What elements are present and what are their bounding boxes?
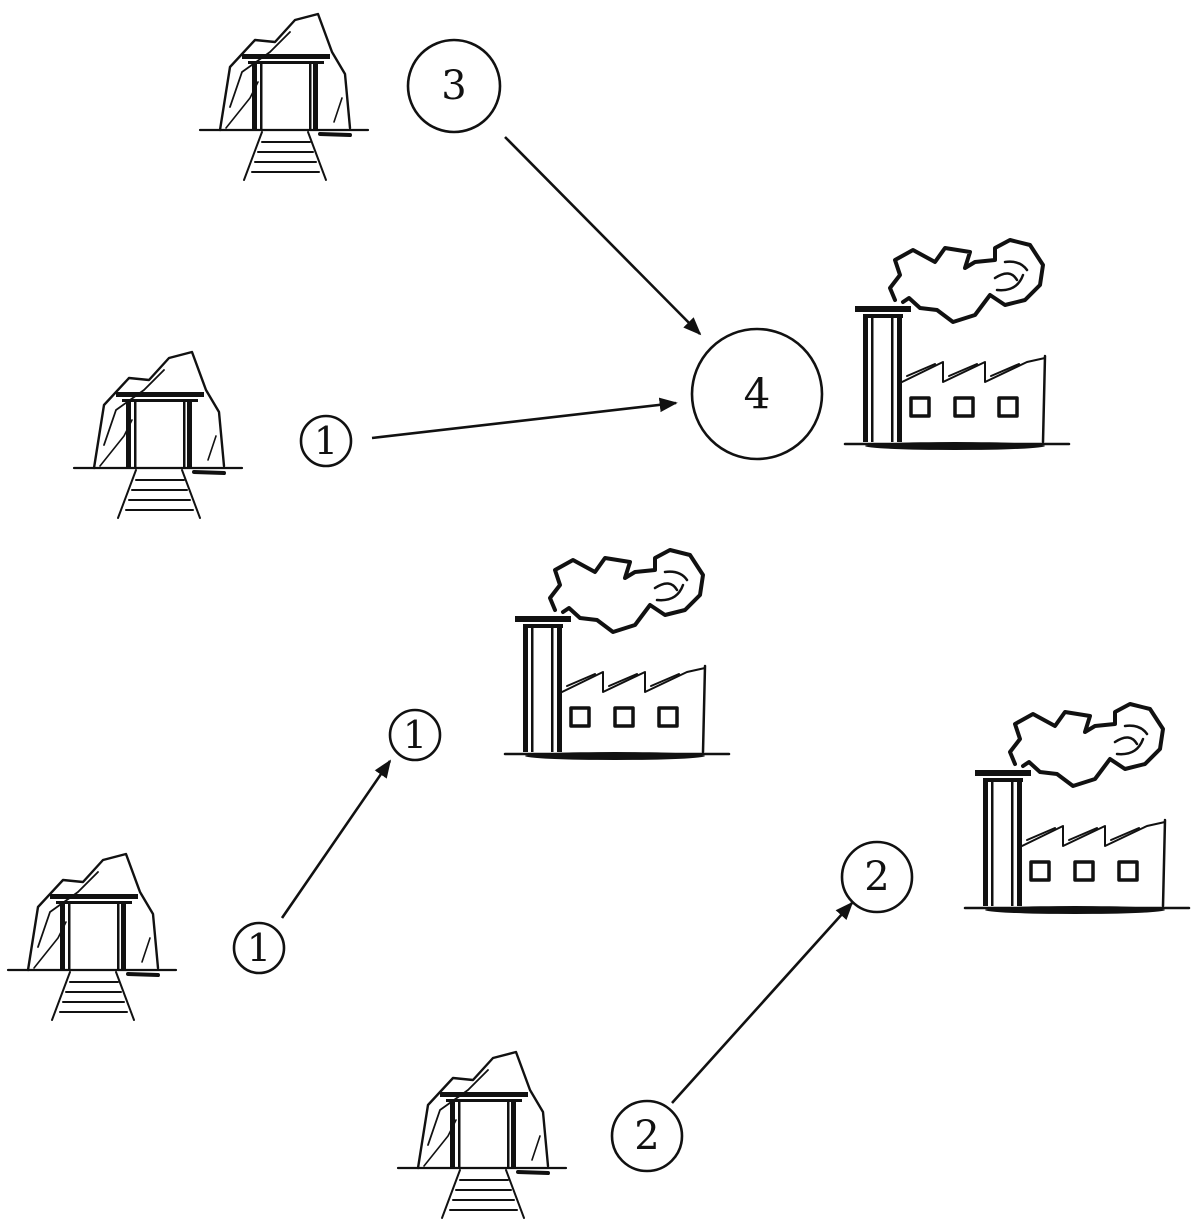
node-1: 1: [299, 414, 353, 468]
svg-text:3: 3: [441, 63, 466, 109]
edge-3-to-4: [504, 136, 702, 336]
node-1: 1: [232, 921, 286, 975]
mine-icon: [72, 350, 244, 520]
node-1: 1: [388, 708, 442, 762]
mine-icon: [198, 12, 370, 182]
edge-1-to-4: [371, 397, 678, 440]
factory-icon: [963, 702, 1191, 916]
svg-text:1: 1: [314, 419, 338, 463]
factory-icon: [843, 238, 1071, 452]
svg-text:4: 4: [744, 370, 771, 419]
mine-icon: [396, 1050, 568, 1220]
node-3: 3: [406, 38, 502, 134]
node-4: 4: [690, 327, 824, 461]
node-2: 2: [610, 1099, 684, 1173]
svg-text:2: 2: [864, 854, 889, 900]
mine-icon: [6, 852, 178, 1022]
edge-2-to-2: [671, 901, 854, 1104]
svg-text:1: 1: [403, 713, 427, 757]
edge-1-to-1: [280, 759, 392, 919]
factory-icon: [503, 548, 731, 762]
svg-text:2: 2: [634, 1113, 659, 1159]
svg-text:1: 1: [247, 926, 271, 970]
node-2: 2: [840, 840, 914, 914]
